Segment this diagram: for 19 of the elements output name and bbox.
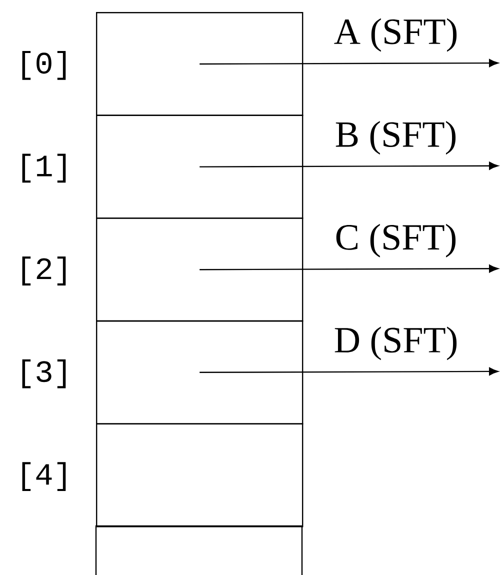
arrow	[200, 162, 498, 170]
array-cell	[96, 320, 304, 424]
array-cell	[96, 12, 304, 116]
array-cell	[96, 218, 304, 322]
arrow	[200, 264, 498, 273]
arrow	[200, 367, 498, 376]
array-cell	[96, 423, 304, 528]
edge-label: D (SFT)	[334, 326, 457, 360]
edge-label: C (SFT)	[336, 224, 456, 258]
edge-label: A (SFT)	[334, 18, 457, 52]
array-cell	[95, 525, 303, 575]
index-label: [2]	[22, 256, 66, 286]
index-label: [4]	[22, 462, 66, 492]
array-cell	[96, 114, 304, 219]
edge-label: B (SFT)	[336, 121, 456, 155]
index-label: [3]	[22, 359, 66, 388]
arrow	[200, 59, 498, 68]
index-label: [1]	[22, 154, 66, 183]
index-label: [0]	[22, 50, 66, 80]
